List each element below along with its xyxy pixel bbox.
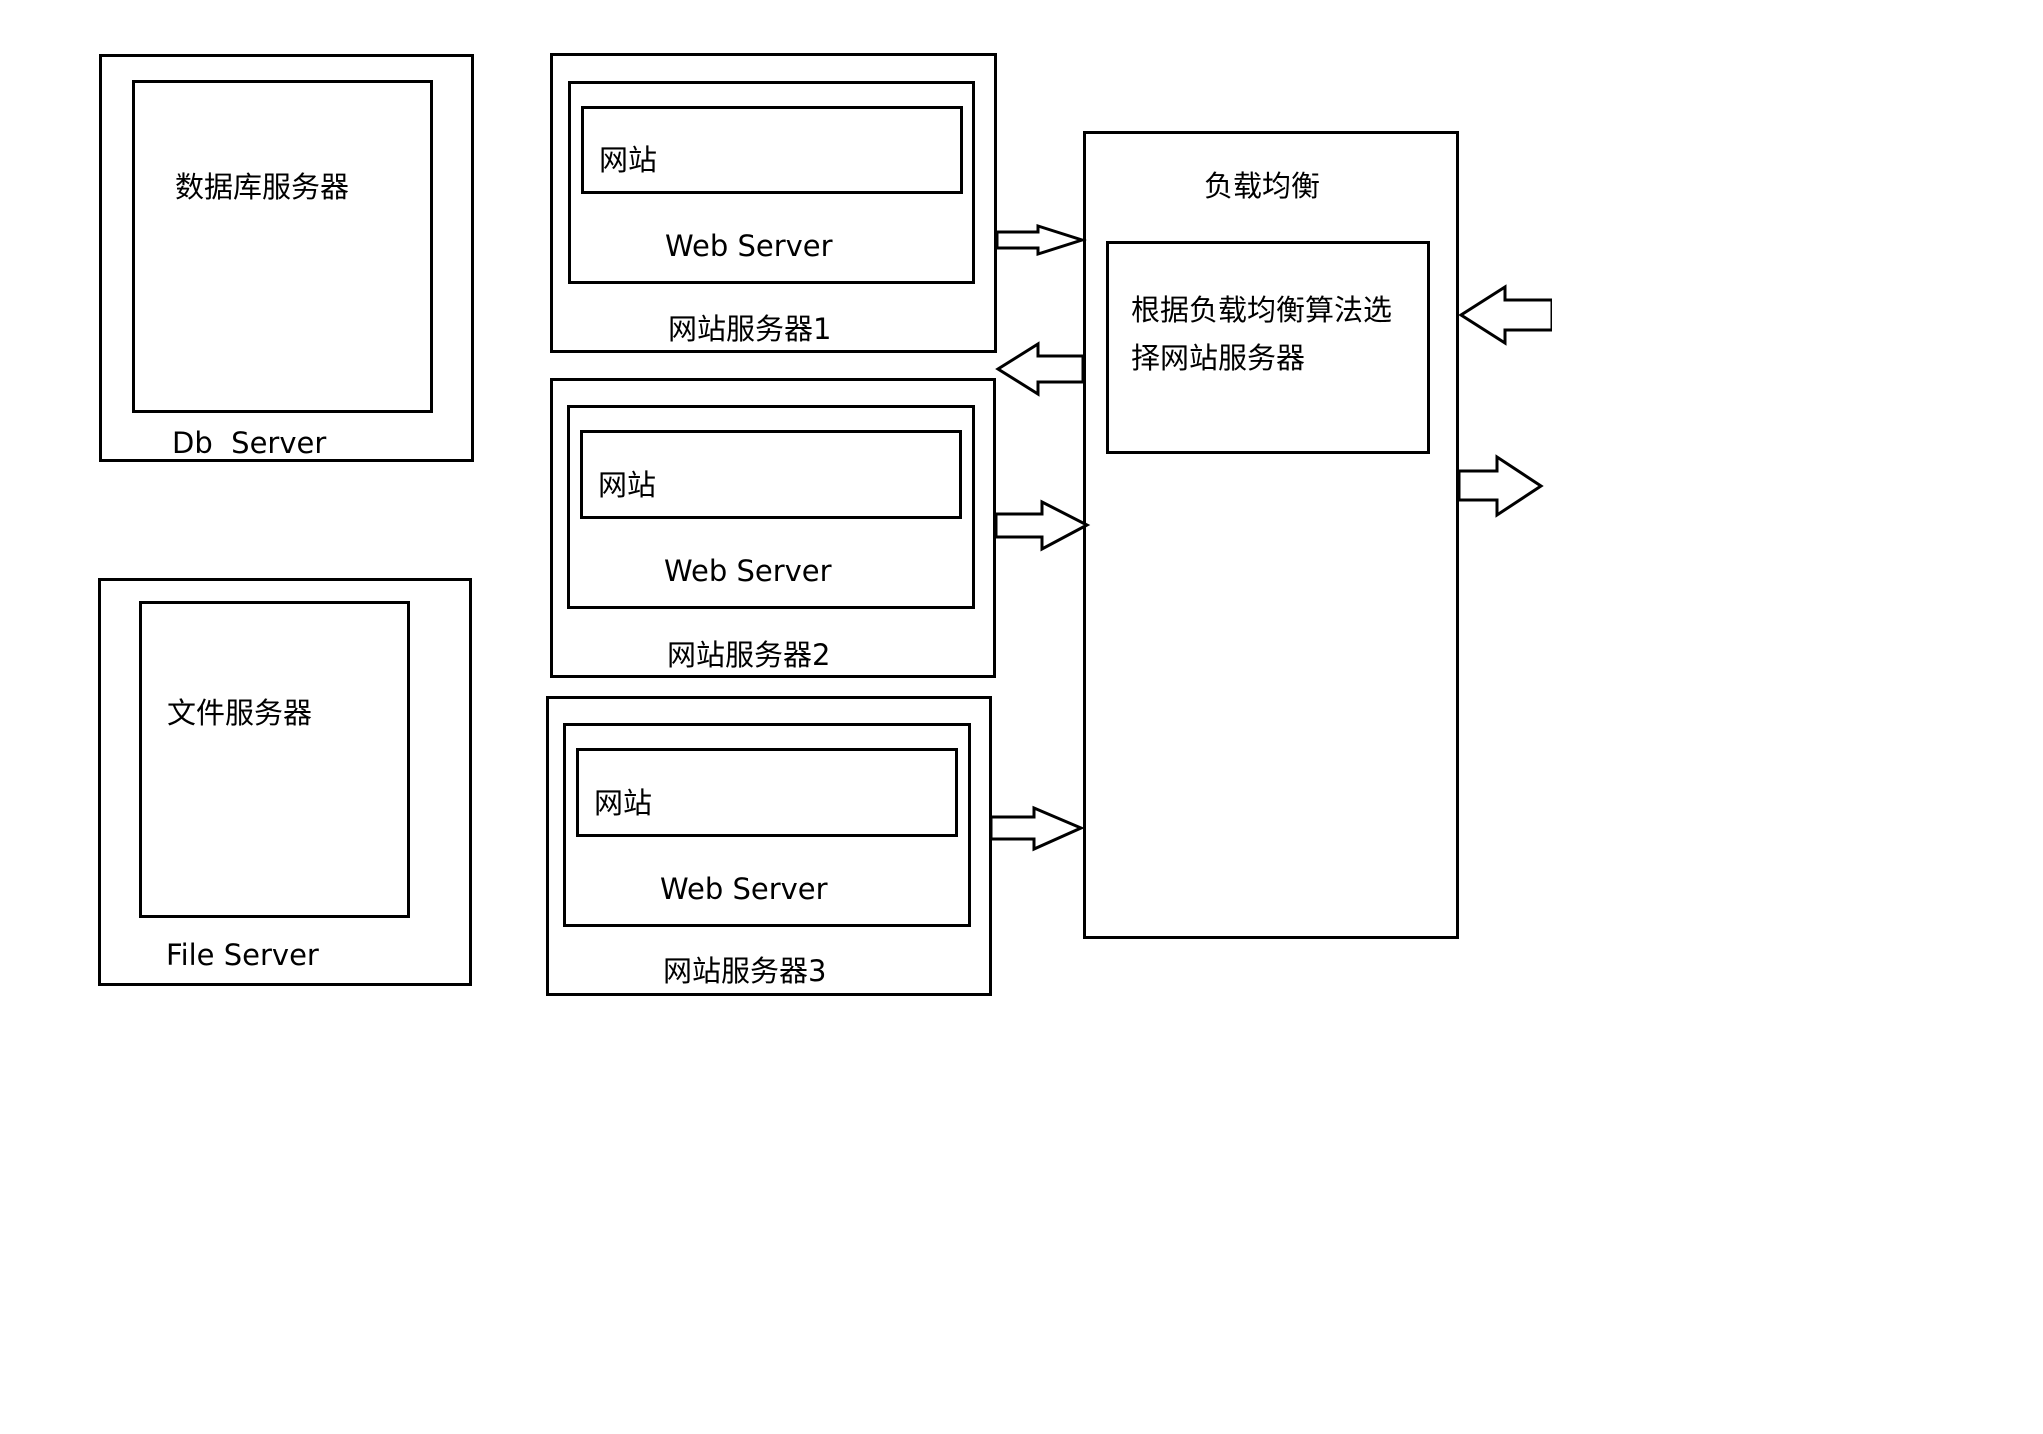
web-server-2-server-label: Web Server [664, 554, 832, 588]
web-server-1-site-box [581, 106, 963, 194]
web-server-1-name: 网站服务器1 [668, 312, 832, 346]
file-server-label: File Server [166, 938, 319, 972]
algorithm-box [1106, 241, 1430, 454]
arrow-web1-to-lb [995, 223, 1087, 257]
web-server-2-site-box [580, 430, 962, 519]
arrow-outgoing-response [1457, 454, 1544, 518]
arrow-web3-to-lb [989, 805, 1085, 852]
db-server-label: Db Server [172, 426, 327, 460]
web-server-3-name: 网站服务器3 [663, 954, 827, 988]
load-balancer-title: 负载均衡 [1204, 169, 1321, 203]
arrow-web2-to-lb [994, 499, 1091, 552]
web-server-3-server-label: Web Server [660, 872, 828, 906]
web-server-2-name: 网站服务器2 [667, 638, 831, 672]
web-server-2-site-label: 网站 [598, 468, 657, 502]
arrow-lb-to-web [995, 341, 1085, 397]
web-server-1-site-label: 网站 [599, 143, 658, 177]
algorithm-line-1: 根据负载均衡算法选 [1131, 293, 1393, 327]
arrow-incoming-request [1458, 284, 1552, 346]
db-server-inner-box [132, 80, 433, 413]
web-server-1-server-label: Web Server [665, 229, 833, 263]
web-server-3-site-label: 网站 [594, 786, 653, 820]
web-server-3-site-box [576, 748, 958, 837]
algorithm-line-2: 择网站服务器 [1131, 341, 1306, 375]
file-server-inner-box [139, 601, 410, 918]
db-server-inner-label: 数据库服务器 [175, 170, 350, 204]
file-server-inner-label: 文件服务器 [167, 696, 313, 730]
arrows-layer [989, 223, 1552, 852]
